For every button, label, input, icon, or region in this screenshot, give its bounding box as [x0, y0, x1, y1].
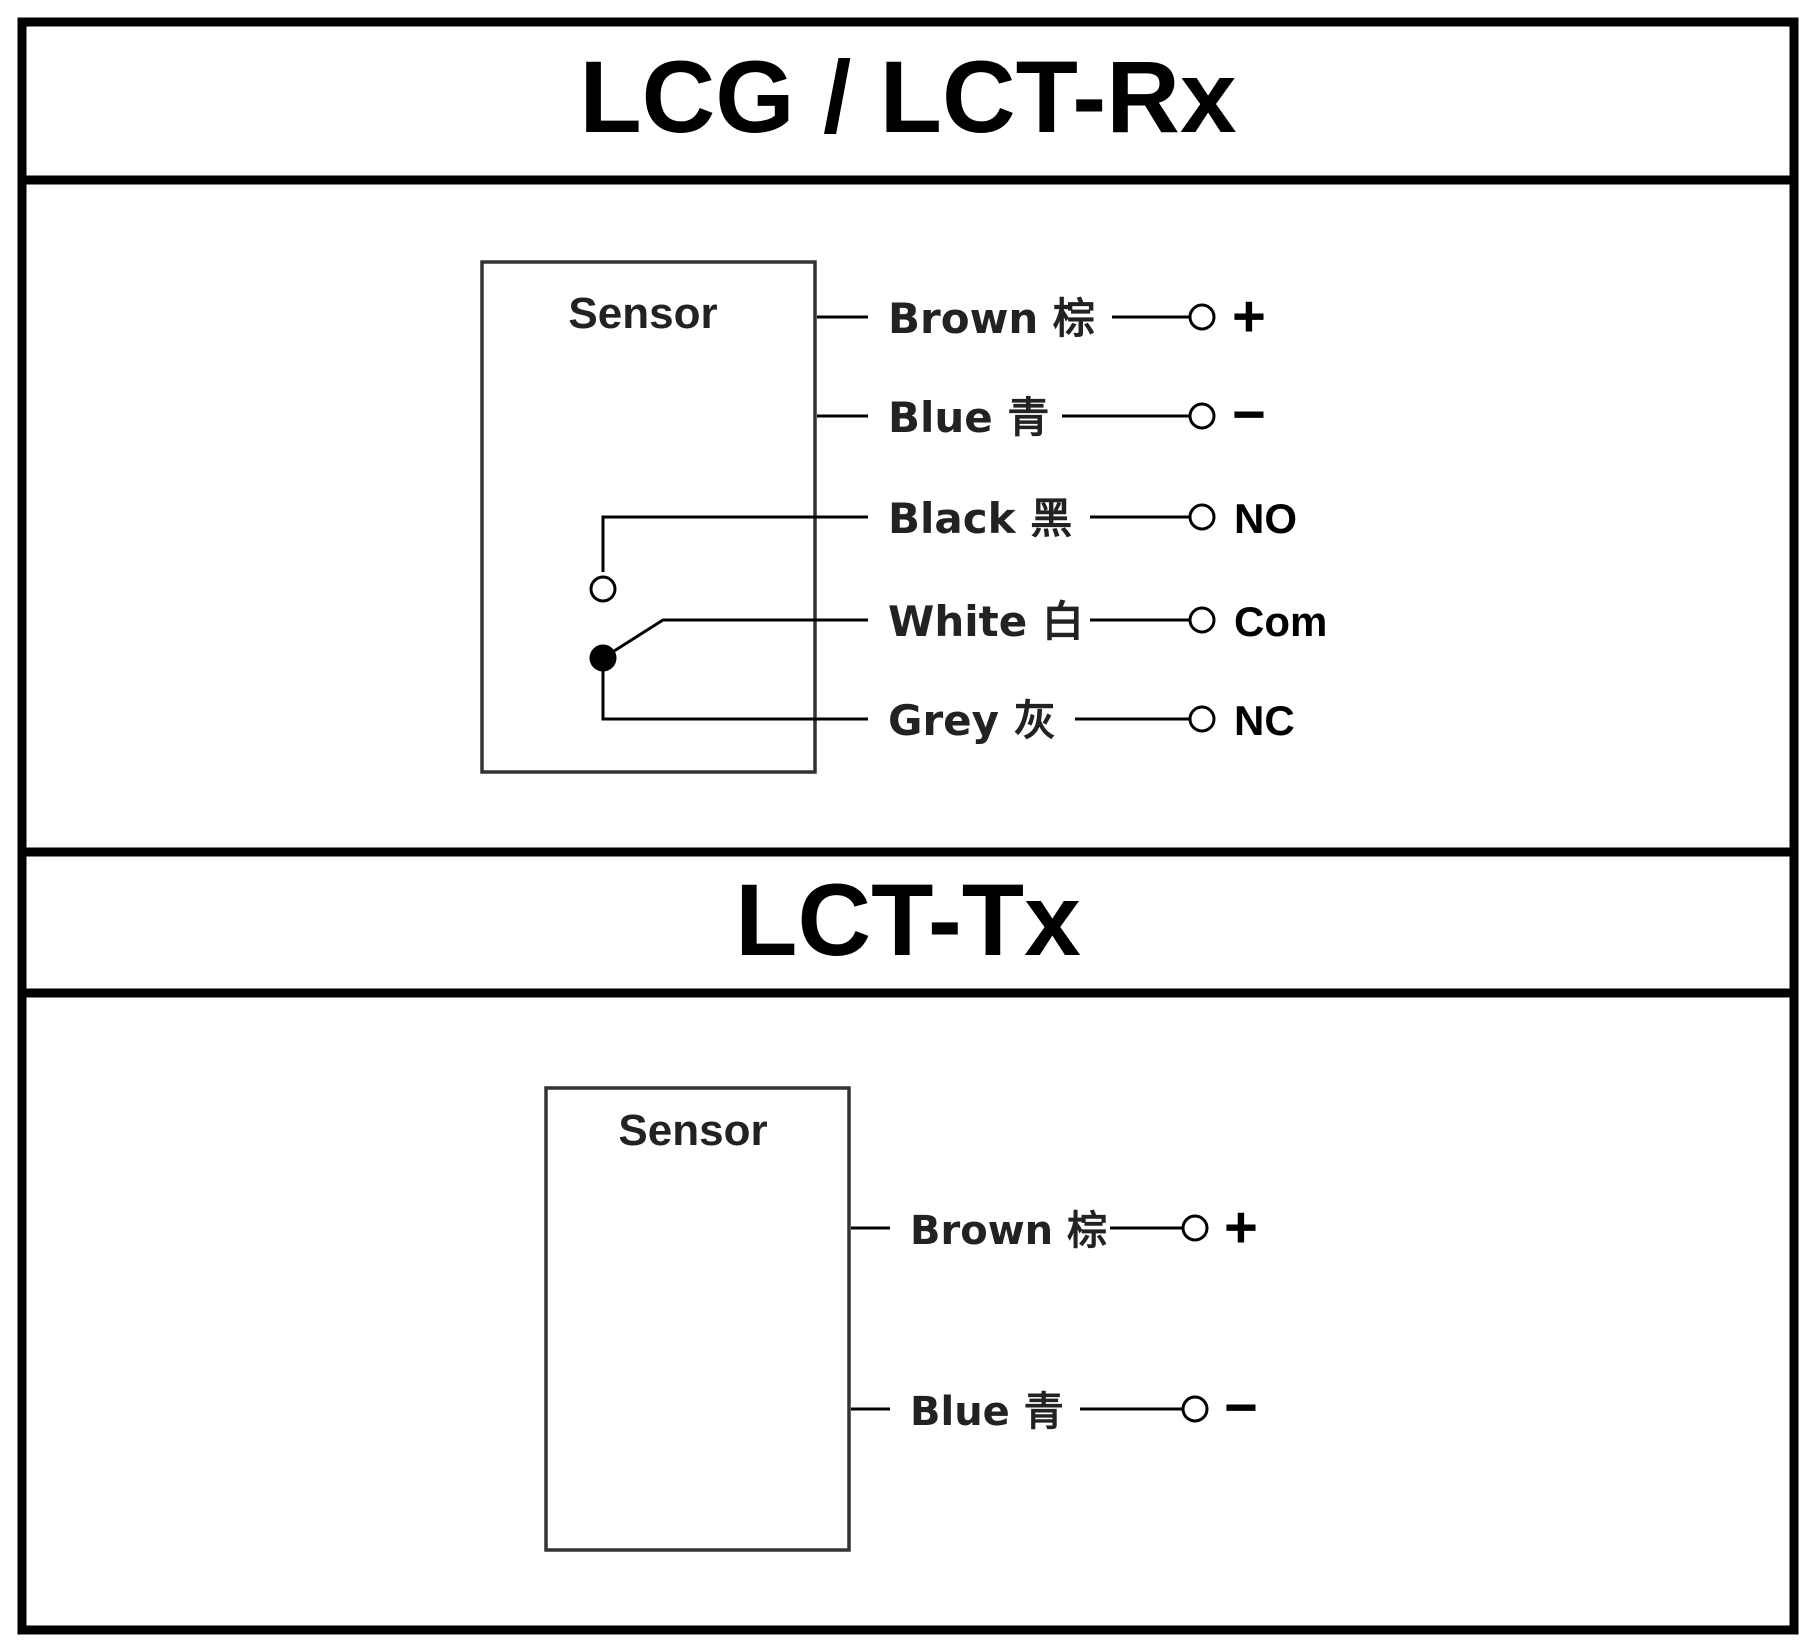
- section-2-title: LCT-Tx: [735, 863, 1081, 977]
- wire-label-grey: Grey 灰: [888, 696, 1056, 745]
- wire-label-brown: Brown 棕: [910, 1208, 1107, 1254]
- terminal-icon: [1188, 606, 1216, 634]
- terminal-label-plus: +: [1232, 284, 1266, 349]
- wire-label-blue: Blue 青: [910, 1389, 1064, 1435]
- relay-arm: [602, 618, 868, 660]
- terminal-icon: [1188, 402, 1216, 430]
- relay-nc-contact: [589, 644, 617, 672]
- section-2-diagram: Sensor Brown 棕 Blue 青 + −: [544, 1086, 1258, 1552]
- sensor-label: Sensor: [568, 289, 717, 338]
- sensor-box: [544, 1086, 851, 1552]
- wire-label-white: White 白: [888, 597, 1084, 646]
- section-1-diagram: Sensor Brown 棕 Blue 青 Black 黑 White 白 Gr…: [480, 260, 1327, 774]
- terminal-label-plus: +: [1224, 1195, 1258, 1260]
- terminal-icon: [1188, 303, 1216, 331]
- relay-nc-line: [601, 670, 868, 721]
- terminal-icon: [1181, 1214, 1209, 1242]
- terminal-icon: [1188, 705, 1216, 733]
- terminal-label-minus: −: [1232, 382, 1266, 447]
- section-1-title: LCG / LCT-Rx: [579, 40, 1236, 154]
- relay-no-line: [601, 515, 868, 572]
- wire-label-blue: Blue 青: [888, 393, 1049, 442]
- wire-label-black: Black 黑: [888, 494, 1072, 543]
- terminal-label-com: Com: [1234, 598, 1327, 645]
- relay-no-contact: [589, 575, 617, 603]
- terminal-label-no: NO: [1234, 495, 1297, 542]
- terminal-icon: [1188, 503, 1216, 531]
- outer-frame: [17, 17, 1799, 1635]
- terminal-label-minus: −: [1224, 1375, 1258, 1440]
- wire-label-brown: Brown 棕: [888, 294, 1095, 343]
- terminal-icon: [1181, 1395, 1209, 1423]
- terminal-label-nc: NC: [1234, 697, 1295, 744]
- sensor-label: Sensor: [618, 1106, 767, 1155]
